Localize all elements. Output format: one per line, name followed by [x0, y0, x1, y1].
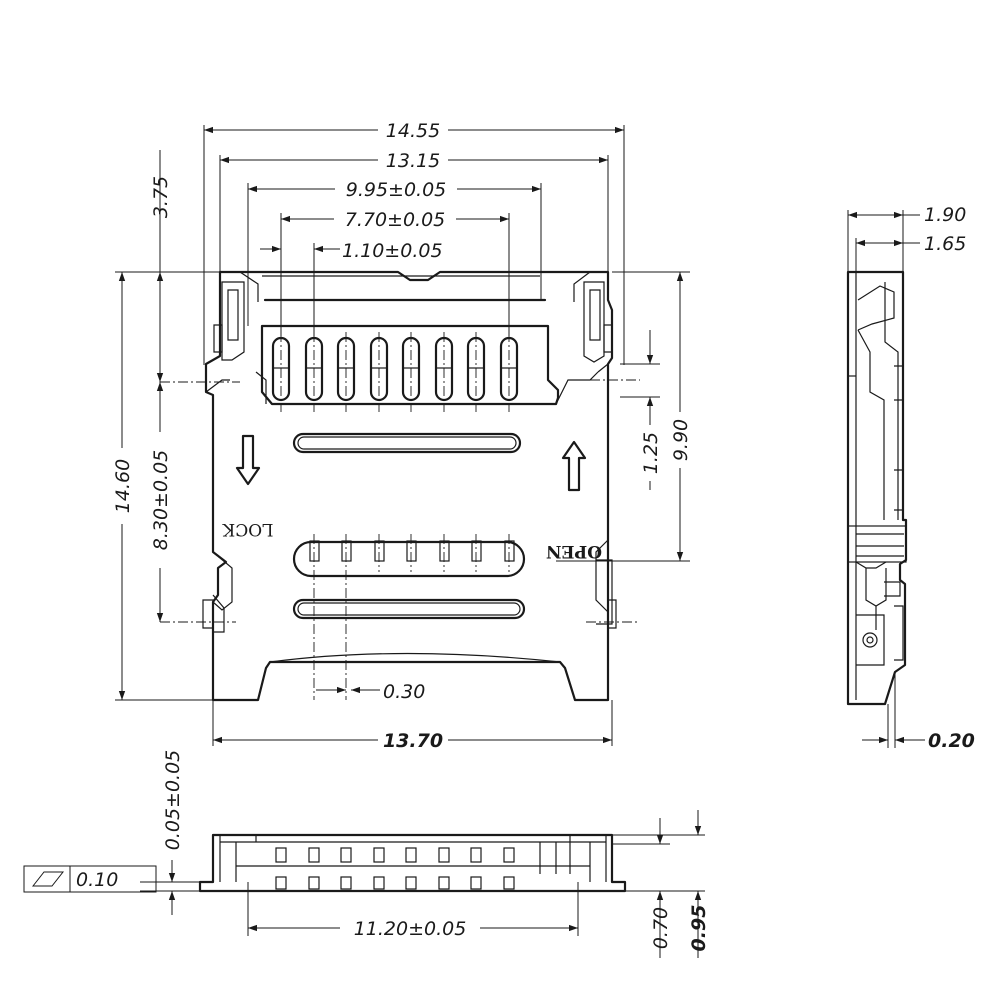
dim-overall-height: 0.95 — [688, 905, 710, 952]
dim-slot-offset: 1.25 — [640, 432, 662, 474]
bottom-contact — [374, 534, 385, 572]
slot-lower — [292, 598, 526, 620]
bottom-contact — [341, 534, 352, 700]
dim-tab-thickness: 0.20 — [928, 730, 975, 752]
top-view: LOCK OPEN — [112, 119, 692, 752]
top-contact — [271, 332, 291, 412]
dim-card-slot-height: 8.30±0.05 — [150, 450, 172, 551]
front-view: 11.20±0.05 0.70 0.95 0.05±0.05 0.10 — [23, 750, 710, 958]
lock-label: LOCK — [222, 519, 273, 539]
slot-upper — [292, 432, 522, 454]
open-label: OPEN — [546, 541, 602, 561]
dim-contact-width: 0.30 — [383, 681, 425, 703]
top-contact — [369, 332, 389, 412]
dim-slot-right-height: 9.90 — [670, 419, 692, 461]
dim-inner-width: 13.15 — [386, 150, 440, 172]
dim-total-thickness: 1.90 — [924, 204, 966, 226]
side-view: 1.90 1.65 0.20 — [846, 204, 975, 752]
top-contact-row — [271, 332, 519, 412]
dim-base-width: 13.70 — [383, 730, 443, 752]
side-outline — [846, 270, 908, 706]
card-window — [260, 324, 560, 406]
top-contact — [401, 332, 421, 412]
dim-pitch-single: 1.10±0.05 — [342, 240, 443, 262]
front-upper-contacts — [275, 847, 515, 863]
flatness-value: 0.10 — [76, 869, 118, 891]
housing-outline — [204, 270, 614, 702]
top-contact — [499, 332, 519, 412]
slot-middle — [292, 540, 526, 578]
flatness-icon — [31, 871, 65, 887]
dim-inner-thickness: 1.65 — [924, 233, 966, 255]
dim-lead-height: 0.70 — [650, 907, 672, 949]
top-contact — [304, 332, 324, 412]
open-arrow-icon — [561, 440, 587, 492]
front-outline — [198, 833, 627, 893]
lock-arrow-icon — [235, 434, 261, 486]
top-contact — [466, 332, 486, 412]
bottom-contact — [439, 534, 450, 572]
flatness-callout: 0.10 — [23, 865, 200, 893]
dim-overall-width: 14.55 — [386, 120, 440, 142]
right-latch — [583, 281, 605, 363]
bottom-contact-row — [309, 534, 515, 700]
bottom-contact — [309, 534, 320, 700]
dim-pitch-mid: 7.70±0.05 — [345, 209, 446, 231]
dim-total-height: 14.60 — [112, 459, 134, 513]
rivet-icon — [862, 632, 878, 648]
front-lower-leads — [275, 876, 515, 890]
bottom-contact — [504, 534, 515, 572]
dim-lead-standoff: 0.05±0.05 — [162, 750, 184, 851]
bottom-contact — [471, 534, 482, 572]
dim-pitch-outer: 9.95±0.05 — [346, 179, 447, 201]
top-contact — [336, 332, 356, 412]
left-latch — [221, 281, 245, 361]
dim-contact-span: 11.20±0.05 — [354, 918, 467, 940]
top-contact — [434, 332, 454, 412]
bottom-contact — [406, 534, 417, 572]
dim-top-offset: 3.75 — [150, 176, 172, 218]
